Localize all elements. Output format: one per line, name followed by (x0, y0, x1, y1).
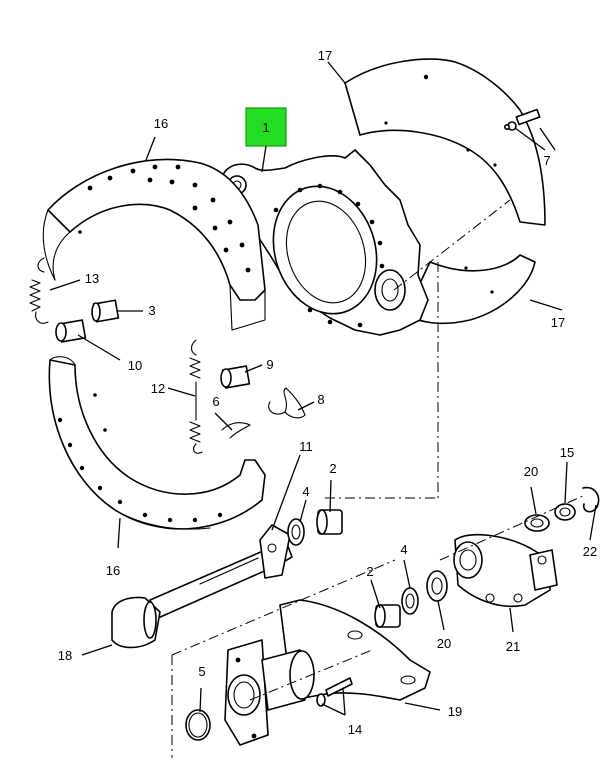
bolt-and-washer (503, 108, 541, 131)
callout-12[interactable]: 12 (151, 381, 165, 396)
dust-shield-upper (344, 58, 546, 226)
washer-15 (554, 503, 576, 521)
return-spring (29, 257, 49, 324)
washer-20-lower (426, 570, 448, 602)
callout-1[interactable]: 1 (262, 120, 269, 135)
callout-1-highlight[interactable] (245, 107, 287, 147)
leader-lines (49, 61, 597, 716)
snap-ring-5 (185, 709, 211, 741)
retainer-8 (268, 387, 306, 419)
washer-20-upper (524, 514, 550, 532)
callout-6[interactable]: 6 (212, 394, 219, 409)
callout-3[interactable]: 3 (148, 303, 155, 318)
callout-11[interactable]: 11 (299, 439, 313, 454)
slack-adjuster (453, 533, 558, 608)
bolt-and-washer-14 (316, 677, 353, 707)
callout-17-upper[interactable]: 17 (318, 48, 332, 63)
callout-17-lower[interactable]: 17 (551, 315, 565, 330)
callout-5[interactable]: 5 (198, 664, 205, 679)
callout-19[interactable]: 19 (448, 704, 462, 719)
brake-spider (221, 149, 429, 336)
callout-14[interactable]: 14 (348, 722, 362, 737)
assembly-centerlines (171, 199, 586, 758)
callout-16-upper[interactable]: 16 (154, 116, 168, 131)
washer-4-lower (401, 587, 419, 615)
washer-4-upper (287, 518, 305, 546)
seal-11 (259, 524, 291, 579)
callout-22[interactable]: 22 (583, 544, 597, 559)
spring-12 (189, 339, 203, 454)
callout-labels: 1 17 7 16 13 3 10 9 12 6 8 11 4 2 16 17 … (58, 48, 597, 737)
callout-15[interactable]: 15 (560, 445, 574, 460)
callout-20-upper[interactable]: 20 (524, 464, 538, 479)
callout-2-upper[interactable]: 2 (329, 461, 336, 476)
callout-16-lower[interactable]: 16 (106, 563, 120, 578)
callout-2-lower[interactable]: 2 (366, 564, 373, 579)
callout-8[interactable]: 8 (317, 392, 324, 407)
callout-13[interactable]: 13 (85, 271, 99, 286)
bushing-2-upper (316, 509, 343, 535)
snap-ring-22 (582, 486, 600, 513)
callout-4-lower[interactable]: 4 (400, 542, 407, 557)
callout-4-upper[interactable]: 4 (302, 484, 309, 499)
callout-7[interactable]: 7 (543, 153, 550, 168)
callout-10[interactable]: 10 (128, 358, 142, 373)
callout-9[interactable]: 9 (266, 357, 273, 372)
callout-18[interactable]: 18 (58, 648, 72, 663)
brake-shoe-upper (42, 158, 266, 331)
mounting-bracket (224, 599, 431, 746)
callout-21[interactable]: 21 (506, 639, 520, 654)
callout-20-lower[interactable]: 20 (437, 636, 451, 651)
brake-shoe-lower (48, 356, 266, 530)
roller-10 (55, 319, 87, 343)
bushing-2-lower (374, 604, 401, 628)
bushing-3 (91, 299, 120, 323)
roller-9 (220, 365, 251, 389)
